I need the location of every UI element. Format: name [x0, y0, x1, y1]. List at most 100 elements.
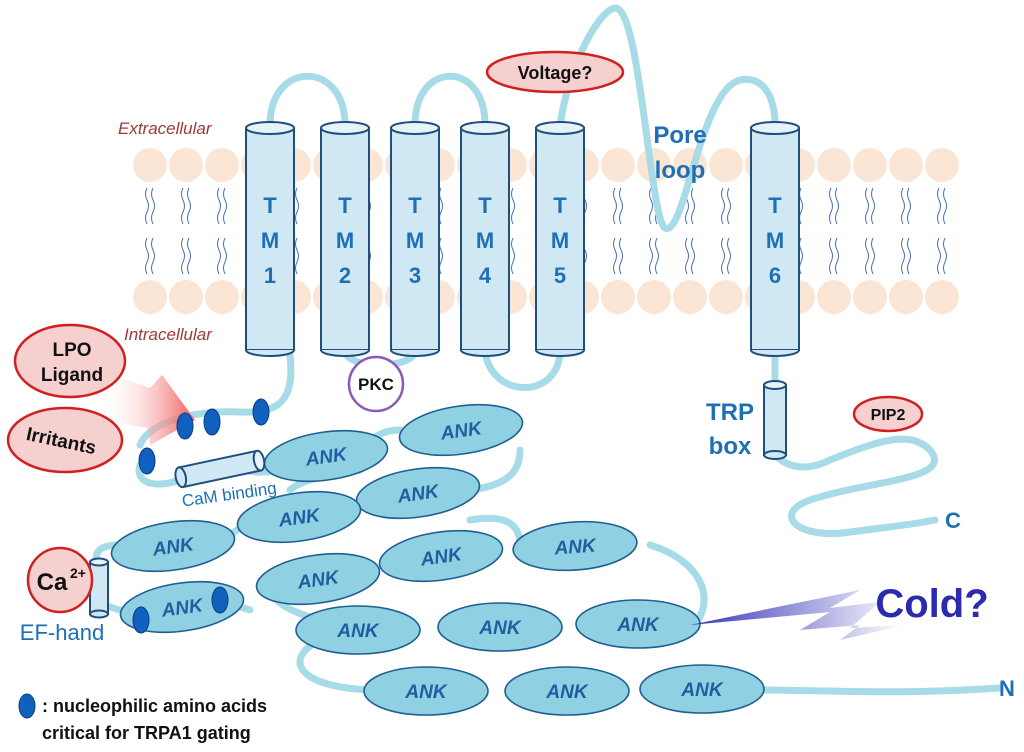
lipid-tail [829, 237, 833, 275]
ank-repeat: ANK [512, 520, 638, 572]
lipid-tail [619, 237, 623, 275]
lipid-tail [295, 237, 299, 275]
lipid-tail [217, 237, 221, 275]
lipid-tail [613, 187, 617, 225]
lipid-tail [727, 237, 731, 275]
lipid-head-bottom [205, 280, 239, 314]
tm4-label-n: 4 [479, 263, 492, 288]
lipid-tail [217, 187, 221, 225]
lipid-head-bottom [133, 280, 167, 314]
cold-label: Cold? [875, 582, 988, 626]
ank-label: ANK [553, 535, 598, 559]
lipid-head-bottom [925, 280, 959, 314]
lipid-tail [907, 237, 911, 275]
ank-repeat: ANK [437, 602, 563, 652]
lipid-tail [721, 237, 725, 275]
lipid-tail [151, 187, 155, 225]
lipid-head-bottom [601, 280, 635, 314]
lipid-tail [613, 237, 617, 275]
lipid-head-top [133, 148, 167, 182]
tm5-label-m: M [551, 228, 569, 253]
cold-lightning-icon [690, 590, 905, 640]
lipid-head-top [709, 148, 743, 182]
ank-repeat: ANK [110, 519, 236, 573]
lipid-tail [871, 237, 875, 275]
cam-binding-cylinder [174, 449, 266, 489]
lipid-tail [937, 237, 941, 275]
lipid-head-bottom [853, 280, 887, 314]
ank-repeat: ANK [355, 466, 481, 520]
tm4-label-t: T [478, 193, 492, 218]
tm2-label-m: M [336, 228, 354, 253]
ank-label: ANK [680, 680, 723, 701]
tm6-label-n: 6 [769, 263, 781, 288]
lipid-tail [691, 237, 695, 275]
ank-repeat: ANK [575, 599, 701, 649]
lipid-head-bottom [817, 280, 851, 314]
voltage-bubble [485, 50, 625, 94]
lipid-tail [901, 237, 905, 275]
intracellular-label: Intracellular [124, 325, 213, 344]
lipid-tail [685, 237, 689, 275]
lipid-head-top [889, 148, 923, 182]
lipid-head-bottom [673, 280, 707, 314]
ank-label: ANK [616, 615, 659, 636]
pore-label-line2: loop [655, 157, 706, 184]
lipid-tail [181, 187, 185, 225]
tm3-cylinder: TM3 [390, 121, 440, 357]
lipid-tail [181, 237, 185, 275]
tm1-label-m: M [261, 228, 279, 253]
ank-label: ANK [478, 618, 521, 639]
tm2-label-n: 2 [339, 263, 351, 288]
lipid-head-bottom [169, 280, 203, 314]
trp-label-line2: box [709, 433, 752, 460]
ank-repeat: ANK [255, 552, 381, 606]
lipid-tail [727, 187, 731, 225]
lipid-tail [829, 187, 833, 225]
lipid-tail [907, 187, 911, 225]
lipid-head-top [853, 148, 887, 182]
ank-repeat: ANK [378, 529, 504, 583]
lpo-label-line1: LPO [52, 340, 91, 361]
ank-repeat: ANK [363, 666, 489, 716]
irritants-bubble [6, 406, 124, 474]
legend-line1: : nucleophilic amino acids [42, 696, 267, 716]
lpo-label-line2: Ligand [41, 365, 103, 386]
lipid-tail [511, 187, 515, 225]
lipid-tail [223, 237, 227, 275]
tm3-label-m: M [406, 228, 424, 253]
ef-hand-label: EF-hand [20, 620, 104, 645]
calcium-label: Ca [37, 569, 68, 596]
lipid-tail [295, 187, 299, 225]
lipid-tail [835, 237, 839, 275]
lipid-tail [721, 187, 725, 225]
nucleophile-markers [132, 398, 270, 634]
ank-repeat: ANK [295, 605, 421, 655]
calcium-bubble [26, 546, 94, 614]
lipid-head-top [817, 148, 851, 182]
voltage-label: Voltage? [518, 63, 593, 83]
c-terminus-label: C [945, 508, 961, 533]
lipid-tail [655, 237, 659, 275]
legend-line2: critical for TRPA1 gating [42, 723, 251, 743]
lipid-tail [187, 237, 191, 275]
tm5-label-t: T [553, 193, 567, 218]
ank-label: ANK [336, 621, 379, 642]
lpo-ligand-bubble [13, 323, 127, 399]
lipid-tail [145, 237, 149, 275]
tm6-label-t: T [768, 193, 782, 218]
trp-label-line1: TRP [706, 399, 754, 426]
lipid-tail [943, 187, 947, 225]
lipid-tail [223, 187, 227, 225]
lipid-tail [649, 237, 653, 275]
tm1-cylinder: TM1 [245, 121, 295, 357]
tm3-label-t: T [408, 193, 422, 218]
legend-nucleophile-icon [18, 693, 36, 719]
lipid-head-top [205, 148, 239, 182]
lipid-tail [937, 187, 941, 225]
lipid-head-bottom [889, 280, 923, 314]
pip2-label: PIP2 [871, 407, 906, 424]
